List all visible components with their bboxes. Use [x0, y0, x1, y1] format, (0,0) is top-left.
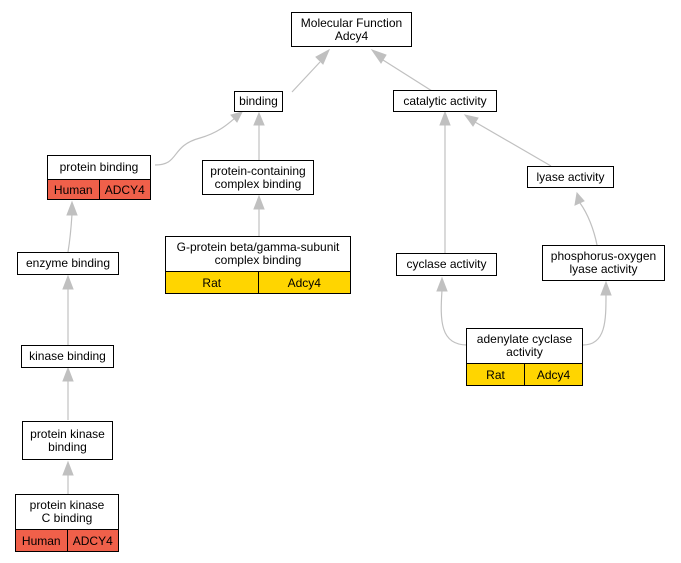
- node-label: protein-containing complex binding: [210, 163, 306, 191]
- species-cell: Human: [53, 182, 93, 197]
- node-phosphorus-oxygen-lyase-activity[interactable]: phosphorus-oxygen lyase activity: [542, 245, 665, 281]
- node-label: phosphorus-oxygen lyase activity: [550, 249, 657, 276]
- arrowhead: [315, 48, 331, 65]
- node-kinase-binding[interactable]: kinase binding: [21, 345, 114, 368]
- gene-cell: Adcy4: [524, 364, 582, 385]
- node-label: G-protein beta/gamma-subunit complex bin…: [176, 240, 340, 267]
- arrowhead: [62, 274, 74, 290]
- arrowhead: [253, 111, 265, 126]
- arrowhead: [230, 111, 243, 123]
- arrowhead: [62, 366, 74, 382]
- node-label: kinase binding: [29, 349, 106, 363]
- gene-cell: Adcy4: [257, 272, 351, 293]
- edge-adenylate-to-cyclase: [440, 289, 468, 346]
- arrowhead: [66, 200, 78, 216]
- species-cell: Rat: [486, 367, 505, 382]
- annotation-row: Rat Adcy4: [166, 271, 350, 293]
- node-lyase-activity[interactable]: lyase activity: [527, 166, 614, 188]
- node-label: protein kinase binding: [30, 426, 105, 454]
- gene-cell: ADCY4: [66, 530, 119, 551]
- arrowhead: [436, 276, 448, 292]
- edge-binding-to-root: [291, 61, 321, 93]
- edge-lyase-to-catalytic: [474, 121, 552, 167]
- node-label: cyclase activity: [406, 257, 487, 271]
- node-molecular-function-adcy4[interactable]: Molecular Function Adcy4: [291, 12, 412, 47]
- node-cyclase-activity[interactable]: cyclase activity: [396, 253, 497, 276]
- arrowhead: [439, 110, 451, 126]
- arrowhead: [370, 49, 387, 64]
- node-label: catalytic activity: [403, 93, 487, 108]
- node-adenylate-cyclase-activity[interactable]: adenylate cyclase activity Rat Adcy4: [466, 328, 583, 386]
- arrowhead: [600, 280, 612, 296]
- species-cell: Rat: [202, 275, 222, 290]
- arrowhead: [574, 191, 585, 206]
- node-protein-kinase-c-binding[interactable]: protein kinase C binding Human ADCY4: [15, 494, 119, 552]
- node-binding[interactable]: binding: [234, 91, 283, 112]
- node-label: binding: [239, 94, 278, 108]
- node-label: protein kinase C binding: [29, 498, 105, 525]
- edge-enzyme-to-protein-binding: [67, 213, 73, 253]
- arrowhead: [253, 194, 265, 210]
- edge-protein-binding-to-binding: [154, 117, 236, 166]
- node-label: enzyme binding: [25, 256, 111, 270]
- arrowhead: [463, 114, 479, 127]
- node-catalytic-activity[interactable]: catalytic activity: [393, 90, 497, 112]
- node-label: Molecular Function Adcy4: [300, 15, 403, 43]
- node-label: adenylate cyclase activity: [476, 332, 573, 359]
- node-protein-kinase-binding[interactable]: protein kinase binding: [22, 421, 113, 460]
- annotation-row: Human ADCY4: [48, 179, 150, 199]
- arrowhead: [62, 460, 74, 476]
- annotation-row: Rat Adcy4: [467, 363, 582, 385]
- edge-phosphorus-to-lyase: [579, 202, 598, 246]
- node-g-protein-complex-binding[interactable]: G-protein beta/gamma-subunit complex bin…: [165, 236, 351, 294]
- node-protein-binding[interactable]: protein binding Human ADCY4: [47, 155, 151, 200]
- gene-cell: ADCY4: [98, 180, 151, 199]
- edge-catalytic-to-root: [382, 59, 433, 92]
- species-cell: Human: [21, 533, 61, 548]
- node-protein-containing-complex-binding[interactable]: protein-containing complex binding: [202, 160, 314, 195]
- node-enzyme-binding[interactable]: enzyme binding: [17, 252, 119, 275]
- annotation-row: Human ADCY4: [16, 529, 118, 551]
- edge-adenylate-to-phosphorus: [582, 293, 607, 346]
- node-label: lyase activity: [536, 169, 605, 184]
- node-label: protein binding: [59, 160, 139, 174]
